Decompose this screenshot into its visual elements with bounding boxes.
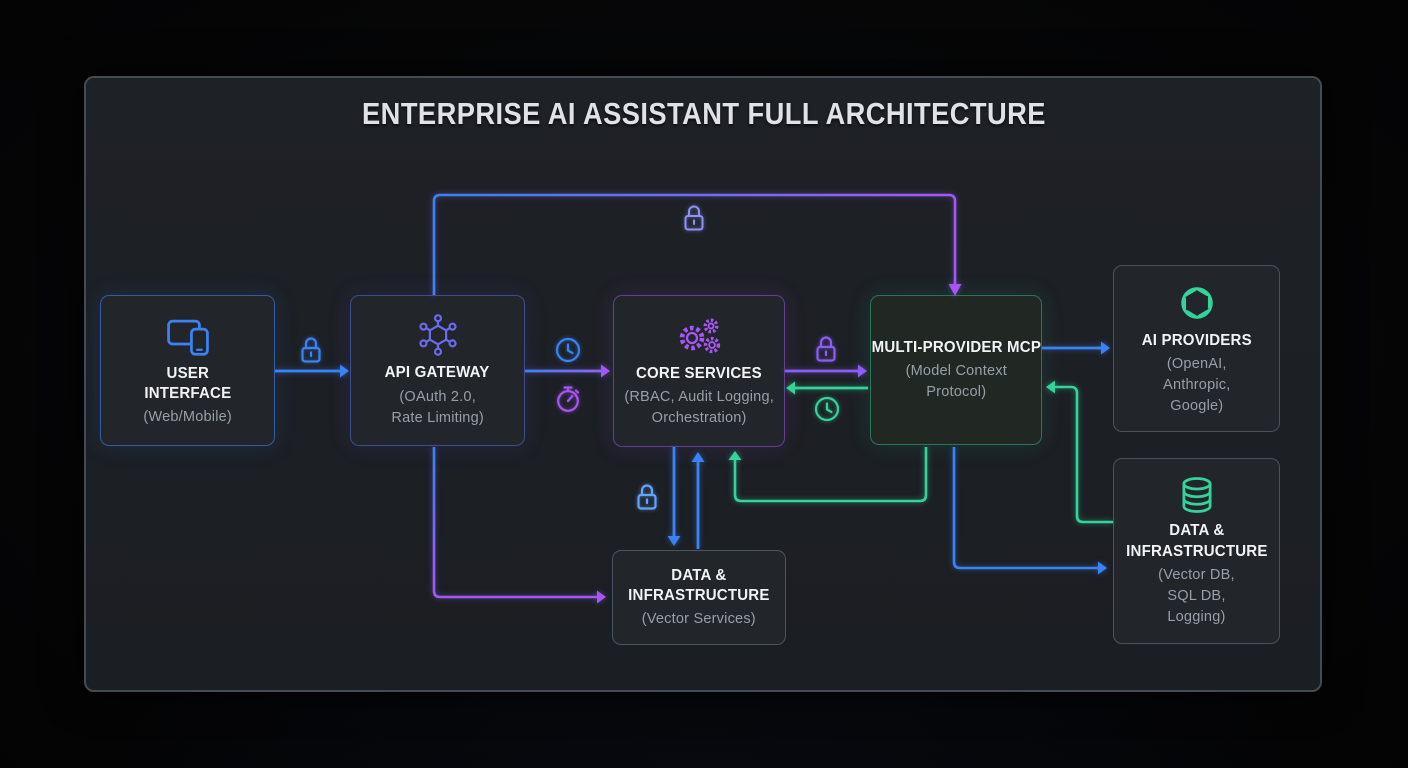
node-title: MULTI-PROVIDER MCP	[871, 338, 1041, 356]
node-multi-provider-mcp: MULTI-PROVIDER MCP (Model Context Protoc…	[870, 295, 1042, 445]
node-api-gateway: API GATEWAY (OAuth 2.0, Rate Limiting)	[350, 295, 525, 446]
node-subtitle: (Vector DB, SQL DB, Logging)	[1158, 565, 1235, 625]
node-title: DATA & INFRASTRUCTURE	[628, 566, 770, 604]
node-title: AI PROVIDERS	[1141, 331, 1252, 349]
node-subtitle: (RBAC, Audit Logging, Orchestration)	[624, 388, 774, 427]
node-subtitle: (Web/Mobile)	[143, 408, 232, 426]
node-title: DATA & INFRASTRUCTURE	[1125, 522, 1268, 560]
node-title: USER INTERFACE	[144, 364, 231, 402]
openai-logo-icon	[1180, 287, 1213, 319]
database-icon	[1182, 477, 1211, 513]
node-user-interface: USER INTERFACE (Web/Mobile)	[100, 295, 275, 446]
network-hub-icon	[418, 314, 457, 357]
gears-icon	[679, 318, 721, 353]
node-subtitle: (Model Context Protocol)	[905, 362, 1007, 401]
diagram-title: ENTERPRISE AI ASSISTANT FULL ARCHITECTUR…	[362, 96, 1046, 131]
node-title: CORE SERVICES	[636, 364, 762, 382]
devices-icon	[166, 319, 209, 356]
node-core-services: CORE SERVICES (RBAC, Audit Logging, Orch…	[613, 295, 785, 447]
node-subtitle: (Vector Services)	[641, 610, 757, 628]
node-subtitle: (OAuth 2.0, Rate Limiting)	[391, 387, 484, 426]
node-title: API GATEWAY	[385, 364, 490, 382]
node-data-infrastructure-vector: DATA & INFRASTRUCTURE (Vector Services)	[612, 550, 786, 645]
node-ai-providers: AI PROVIDERS (OpenAI, Anthropic, Google)	[1113, 265, 1280, 432]
node-data-infrastructure-main: DATA & INFRASTRUCTURE (Vector DB, SQL DB…	[1113, 458, 1280, 644]
node-subtitle: (OpenAI, Anthropic, Google)	[1162, 355, 1231, 415]
